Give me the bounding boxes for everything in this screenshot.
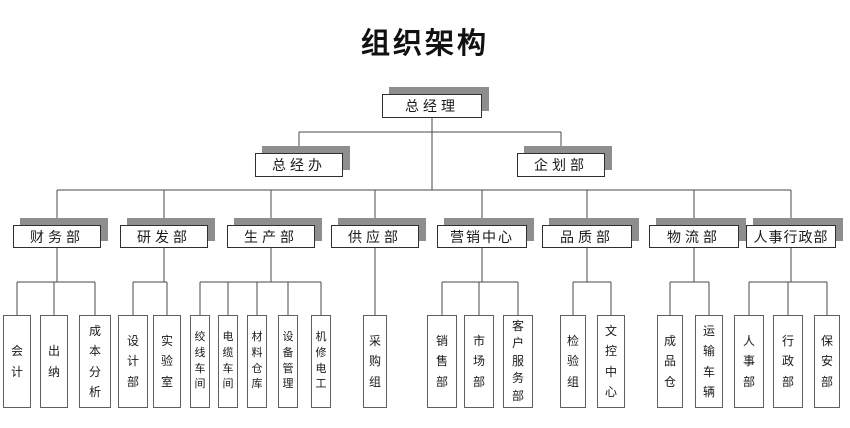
node-mechanic-electrician: 机修电工	[311, 315, 331, 408]
node-cost-analysis: 成本分析	[79, 315, 111, 408]
node-hr-dept: 人事部	[734, 315, 764, 408]
node-dept-marketing: 营销中心	[437, 225, 527, 248]
node-design-dept: 设计部	[118, 315, 148, 408]
node-customer-service: 客户服务部	[503, 315, 533, 408]
chart-title: 组织架构	[360, 28, 489, 60]
node-inspection-group: 检验组	[560, 315, 586, 408]
node-dept-production: 生产部	[227, 225, 315, 248]
node-cable-workshop: 电缆车间	[218, 315, 238, 408]
node-transport-vehicles: 运输车辆	[695, 315, 723, 408]
node-stranding-workshop: 绞线车间	[190, 315, 210, 408]
node-ceo: 总经理	[382, 94, 482, 118]
node-gm-office: 总经办	[255, 153, 343, 177]
node-dept-logistics: 物流部	[649, 225, 739, 248]
node-doc-control-center: 文控中心	[597, 315, 625, 408]
node-material-warehouse: 材料仓库	[247, 315, 267, 408]
node-dept-supply: 供应部	[331, 225, 419, 248]
node-planning-dept: 企划部	[517, 153, 605, 177]
node-security-dept: 保安部	[814, 315, 840, 408]
node-equipment-mgmt: 设备管理	[278, 315, 298, 408]
node-dept-hr-admin: 人事行政部	[746, 225, 836, 248]
node-purchasing-group: 采购组	[363, 315, 387, 408]
node-dept-quality: 品质部	[542, 225, 632, 248]
node-dept-finance: 财务部	[13, 225, 101, 248]
node-sales-dept: 销售部	[427, 315, 457, 408]
node-admin-dept: 行政部	[773, 315, 803, 408]
node-market-dept: 市场部	[464, 315, 494, 408]
node-lab: 实验室	[153, 315, 181, 408]
node-finished-goods-warehouse: 成品仓	[657, 315, 683, 408]
node-dept-rnd: 研发部	[120, 225, 208, 248]
node-accounting: 会计	[3, 315, 31, 408]
node-cashier: 出纳	[40, 315, 68, 408]
